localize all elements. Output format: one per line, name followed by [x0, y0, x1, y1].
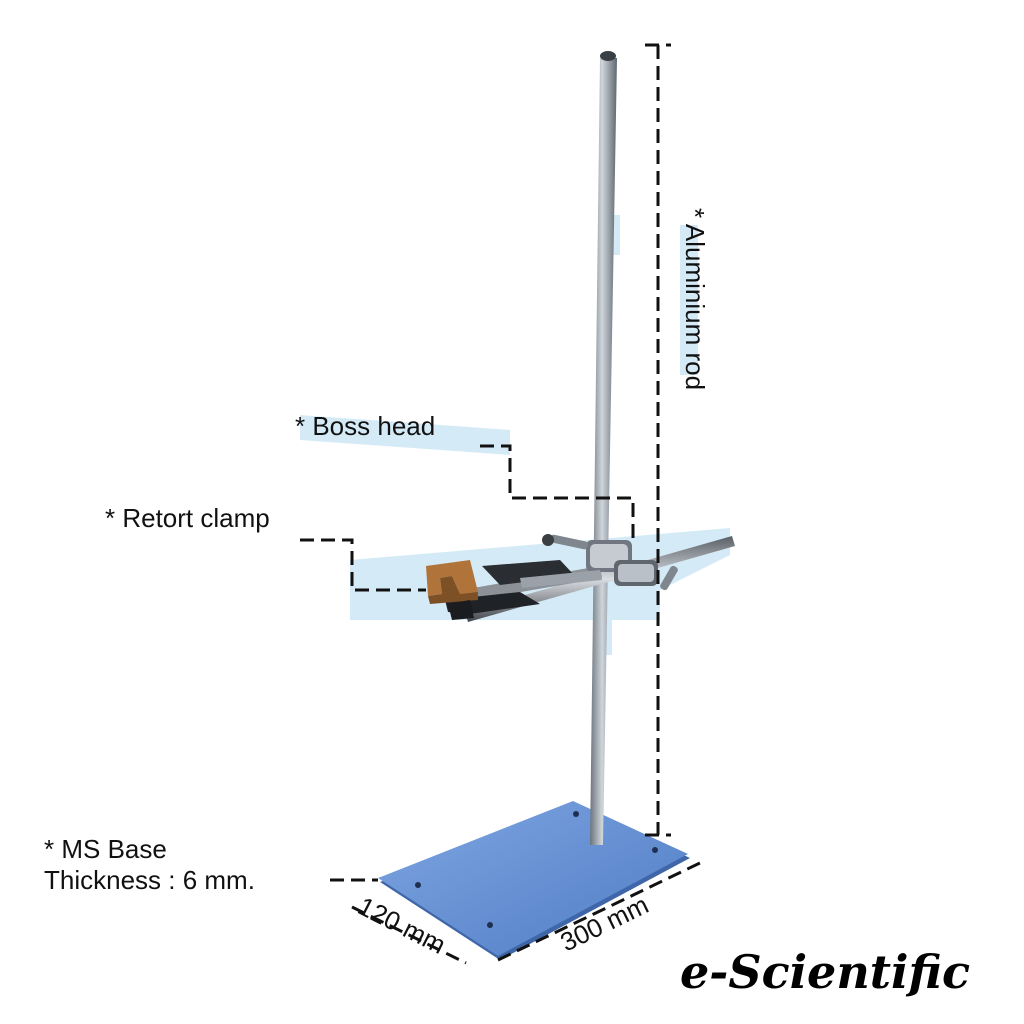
- brand-logo: e-Scientific: [680, 945, 970, 999]
- retort-clamp-jaws: [426, 560, 602, 620]
- label-boss-head: * Boss head: [295, 411, 435, 441]
- label-base-thickness: Thickness : 6 mm.: [44, 865, 255, 895]
- label-retort-clamp: * Retort clamp: [105, 503, 270, 533]
- leader-lines: [300, 43, 703, 965]
- label-aluminium-rod: * Aluminium rod: [680, 208, 710, 390]
- ms-base-plate: [378, 801, 690, 960]
- aluminium-rod: [590, 51, 617, 845]
- boss-head: [542, 534, 678, 591]
- label-ms-base: * MS Base: [44, 834, 167, 864]
